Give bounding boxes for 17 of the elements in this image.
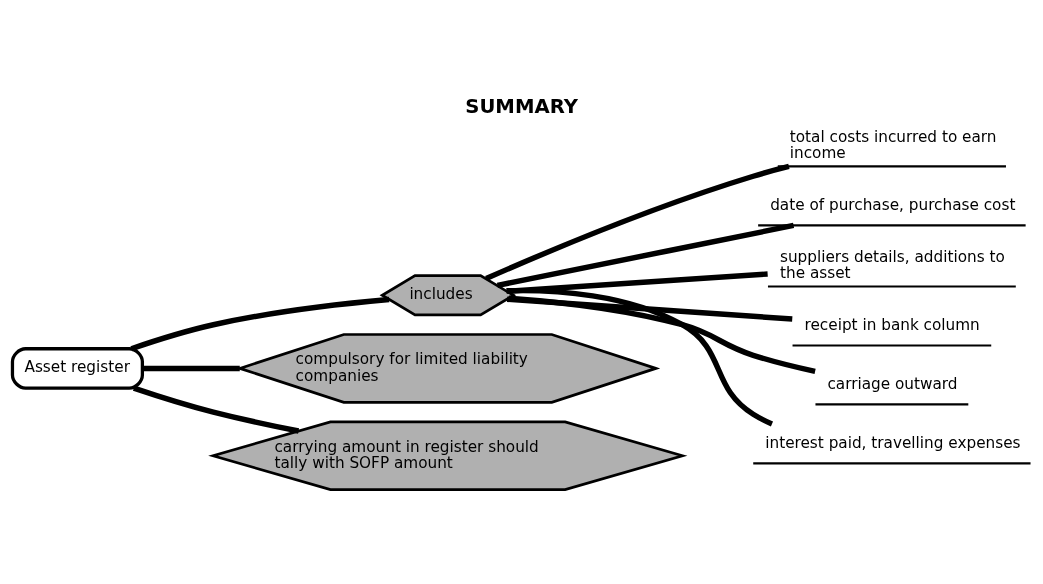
connector xyxy=(130,296,390,352)
connector xyxy=(506,296,793,322)
connector xyxy=(506,287,774,427)
connector xyxy=(506,271,768,295)
node-box: Asset register xyxy=(10,347,144,390)
node-text: carriage outward xyxy=(827,374,958,393)
node-text: receipt in bank column xyxy=(804,315,980,334)
node-text: suppliers details, additions to the asset xyxy=(779,247,1005,283)
node-text: interest paid, travelling expenses xyxy=(765,433,1021,452)
node-text: date of purchase, purchase cost xyxy=(770,195,1016,214)
node-text: total costs incurred to earn income xyxy=(789,127,997,162)
connector xyxy=(142,365,240,372)
connector xyxy=(485,163,790,282)
connector xyxy=(132,385,300,434)
connector xyxy=(508,295,816,374)
diagram-title: SUMMARY xyxy=(465,95,578,119)
connector xyxy=(496,222,795,289)
